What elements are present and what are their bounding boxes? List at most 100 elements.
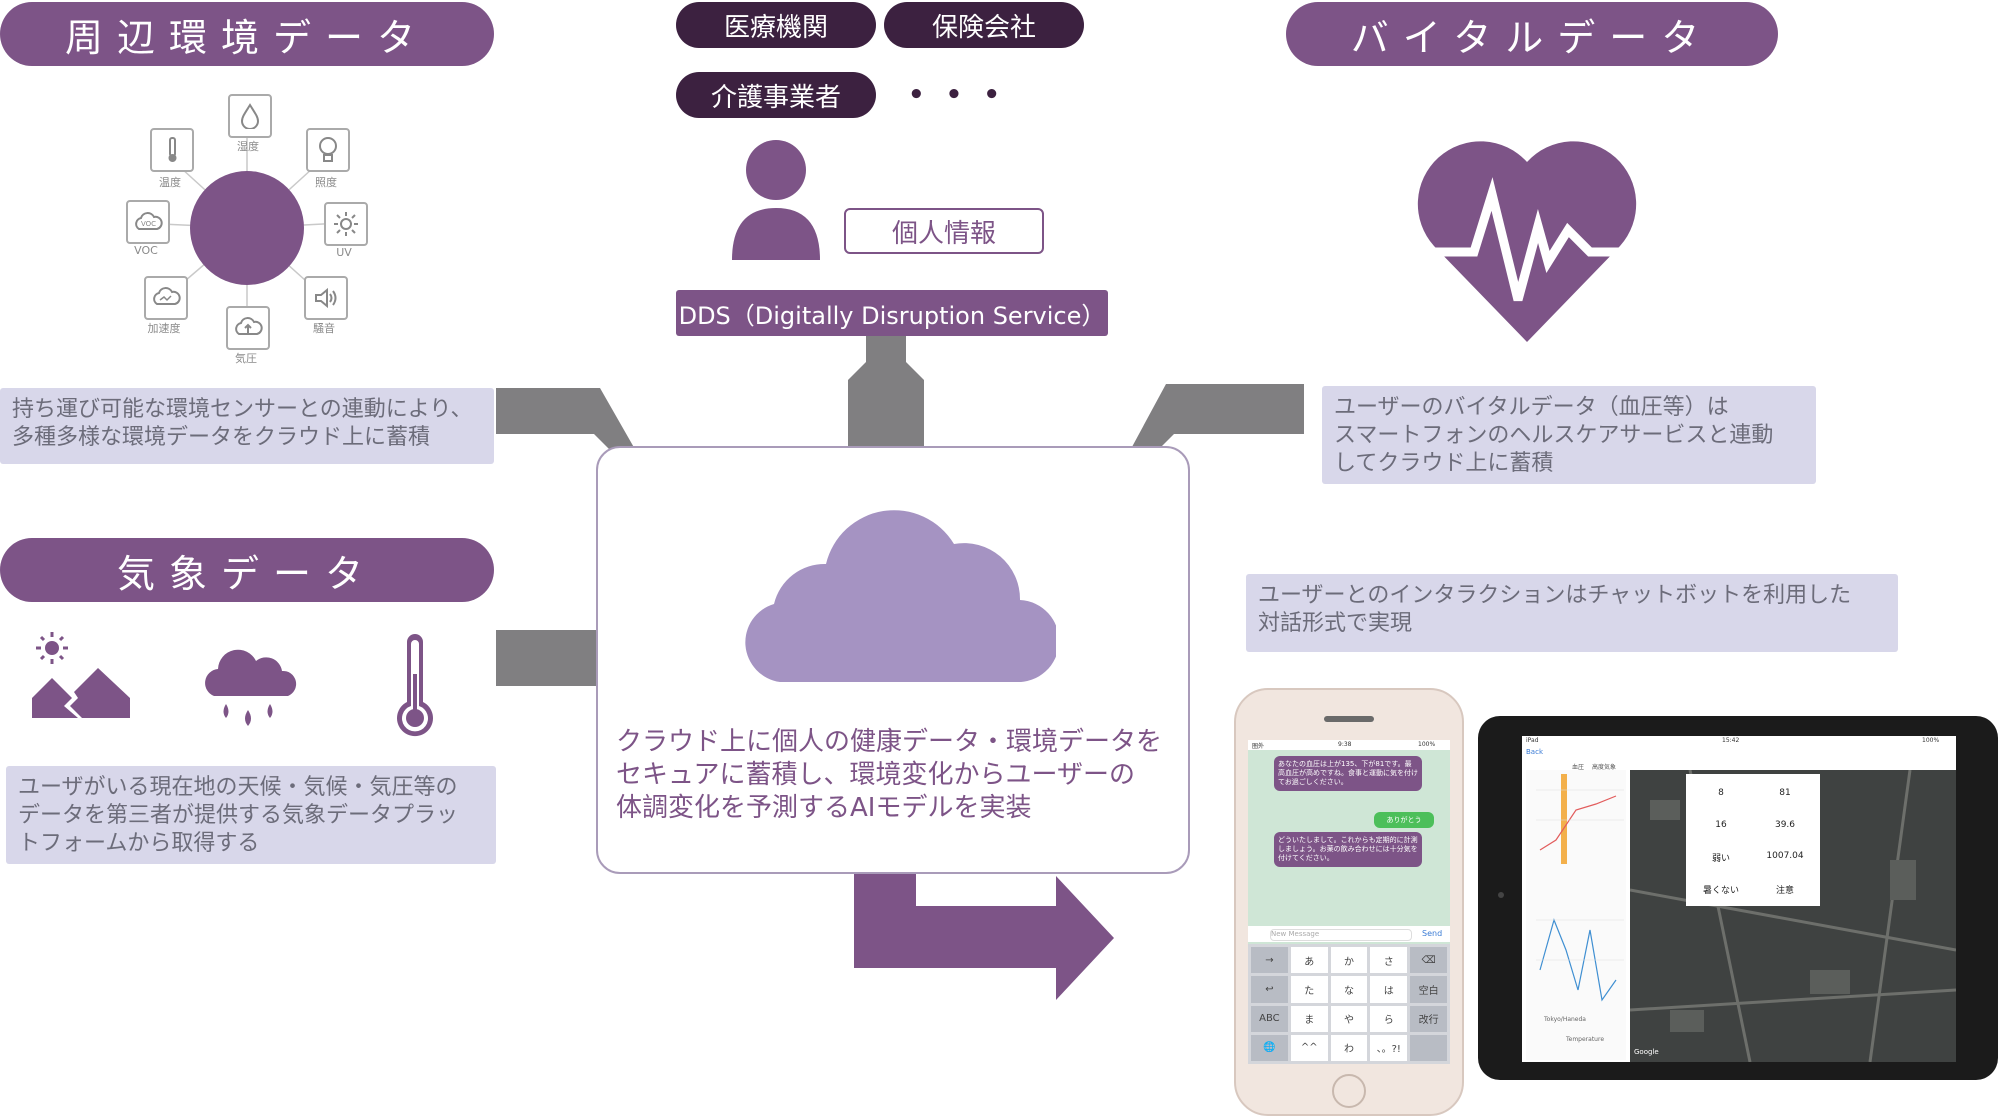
key[interactable]: 🌐 (1251, 1034, 1288, 1061)
tablet-status-time: 15:42 (1722, 737, 1740, 744)
tablet-status-right: 100% (1922, 737, 1940, 744)
phone-speaker (1324, 716, 1374, 722)
sensor-hub-circle (190, 171, 304, 285)
key[interactable]: ⌫ (1410, 947, 1447, 974)
tablet-screen: iPad 15:42 100% Back 血圧 高度気象 Tokyo/Haned… (1522, 736, 1956, 1062)
weather-data-header: 気象データ (0, 538, 494, 602)
phone-screen: 圏外 9:38 100% あなたの血圧は上が135、下が81です。最高血圧が高め… (1248, 740, 1450, 1064)
phone-status-right: 100% (1418, 741, 1436, 748)
chat-send-button[interactable]: Send (1422, 929, 1443, 938)
uv-label: UV (336, 246, 352, 259)
vital-data-header-label: バイタルデータ (1350, 15, 1714, 60)
light-bulb-icon (306, 128, 350, 172)
phone-keyboard: → あ か さ ⌫ ↩ た な は 空白 ABC ま や ら 改行 🌐 ^^ わ… (1248, 944, 1450, 1064)
key[interactable]: ま (1290, 1005, 1328, 1032)
key[interactable]: た (1290, 976, 1328, 1003)
org-medical: 医療機関 (676, 2, 876, 48)
chatbot-note: ユーザーとのインタラクションはチャットボットを利用した 対話形式で実現 (1246, 574, 1898, 652)
tablet-camera (1498, 892, 1504, 898)
tablet-info-card: 8 81 16 39.6 弱い 1007.04 暑くない 注意 (1686, 774, 1820, 906)
vital-data-note: ユーザーのバイタルデータ（血圧等）は スマートフォンのヘルスケアサービスと連動 … (1322, 386, 1816, 484)
map-credit: Google (1634, 1048, 1659, 1056)
tablet-chart-panel: Tokyo/Haneda Temperature (1526, 770, 1626, 1060)
thermometer-icon (150, 128, 194, 172)
pressure-cloud-icon (226, 306, 270, 350)
tablet-temperature-label: Temperature (1566, 1036, 1605, 1043)
chat-input-field[interactable]: New Message (1270, 929, 1412, 941)
card-value-6: 1007.04 (1766, 851, 1804, 861)
tablet-status-left: iPad (1526, 737, 1539, 744)
person-icon (726, 138, 826, 264)
env-data-header-label: 周辺環境データ (64, 15, 429, 60)
output-arrow (854, 874, 1114, 1000)
org-insurance: 保険会社 (884, 2, 1084, 48)
key[interactable]: ↩ (1251, 976, 1288, 1003)
org-insurance-label: 保険会社 (931, 12, 1036, 43)
acceleration-icon (144, 276, 188, 320)
center-description: クラウド上に個人の健康データ・環境データを セキュアに蓄積し、環境変化からユーザ… (616, 727, 1163, 823)
key[interactable]: さ (1370, 947, 1408, 974)
key[interactable]: な (1330, 976, 1368, 1003)
cloud-icon (740, 494, 1060, 684)
tablet-satellite-map[interactable]: 8 81 16 39.6 弱い 1007.04 暑くない 注意 Google (1629, 769, 1956, 1062)
org-medical-label: 医療機関 (723, 12, 828, 43)
noise-label: 騒音 (313, 322, 335, 335)
chat-message-user-reply: ありがとう (1374, 812, 1434, 828)
card-value-7: 暑くない (1702, 885, 1739, 896)
phone-status-time: 9:38 (1338, 741, 1352, 748)
tablet-mockup: iPad 15:42 100% Back 血圧 高度気象 Tokyo/Haned… (1478, 716, 1998, 1080)
humidity-icon (228, 94, 272, 138)
voc-label: VOC (134, 244, 158, 257)
speaker-icon (304, 276, 348, 320)
key[interactable]: ^^ (1290, 1034, 1328, 1061)
env-data-header: 周辺環境データ (0, 2, 494, 66)
tablet-tab-blood-pressure[interactable]: 血圧 (1572, 764, 1585, 771)
personal-info-box: 個人情報 (844, 208, 1044, 254)
light-label: 照度 (315, 176, 337, 189)
tablet-status-bar: iPad 15:42 100% (1522, 736, 1956, 746)
uv-sun-icon (324, 202, 368, 246)
org-care: 介護事業者 (676, 72, 876, 118)
key[interactable]: は (1370, 976, 1408, 1003)
temp-label: 温度 (159, 176, 181, 189)
smartphone-mockup: 圏外 9:38 100% あなたの血圧は上が135、下が81です。最高血圧が高め… (1234, 688, 1464, 1116)
voc-icon: VOC (126, 200, 170, 244)
accel-label: 加速度 (147, 322, 181, 335)
key[interactable]: あ (1290, 947, 1328, 974)
pressure-label: 気圧 (235, 352, 257, 365)
connector-top (848, 336, 924, 468)
key[interactable]: ABC (1251, 1005, 1288, 1032)
personal-info-label: 個人情報 (891, 218, 996, 249)
more-orgs-ellipsis: • • • (908, 80, 1006, 110)
key[interactable]: か (1330, 947, 1368, 974)
rain-cloud-icon (200, 640, 306, 732)
weather-data-note: ユーザがいる現在地の天候・気候・気圧等の データを第三者が提供する気象データプラ… (6, 766, 496, 864)
thermometer-large-icon (390, 634, 440, 740)
tablet-mini-charts (1536, 774, 1624, 1002)
tablet-location: Tokyo/Haneda (1544, 1016, 1586, 1023)
tablet-tab-weather[interactable]: 高度気象 (1592, 764, 1617, 771)
phone-home-button[interactable] (1332, 1074, 1366, 1108)
key[interactable]: 改行 (1410, 1005, 1447, 1032)
card-value-2: 81 (1779, 788, 1791, 798)
key[interactable]: 、。?! (1370, 1034, 1408, 1061)
tablet-back-link[interactable]: Back (1526, 748, 1543, 756)
card-value-4: 39.6 (1774, 819, 1796, 830)
phone-status-left: 圏外 (1252, 743, 1265, 750)
card-value-1: 8 (1718, 788, 1724, 798)
sun-mountain-icon (30, 630, 134, 722)
key[interactable]: わ (1330, 1034, 1368, 1061)
org-care-label: 介護事業者 (710, 82, 841, 113)
humidity-label: 湿度 (237, 140, 259, 153)
key[interactable]: → (1251, 947, 1288, 974)
env-data-note: 持ち運び可能な環境センサーとの連動により、 多種多様な環境データをクラウド上に蓄… (0, 388, 494, 464)
vital-data-header: バイタルデータ (1286, 2, 1778, 66)
key[interactable]: や (1330, 1005, 1368, 1032)
chat-message-bot-1: あなたの血圧は上が135、下が81です。最高血圧が高めですね。食事と運動に気を付… (1274, 756, 1422, 791)
card-value-8: 注意 (1775, 885, 1794, 896)
key[interactable]: 空白 (1410, 976, 1447, 1003)
key[interactable] (1410, 1034, 1447, 1061)
key[interactable]: ら (1370, 1005, 1408, 1032)
phone-status-bar: 圏外 9:38 100% (1248, 740, 1450, 750)
connector-left-upper (496, 388, 700, 472)
